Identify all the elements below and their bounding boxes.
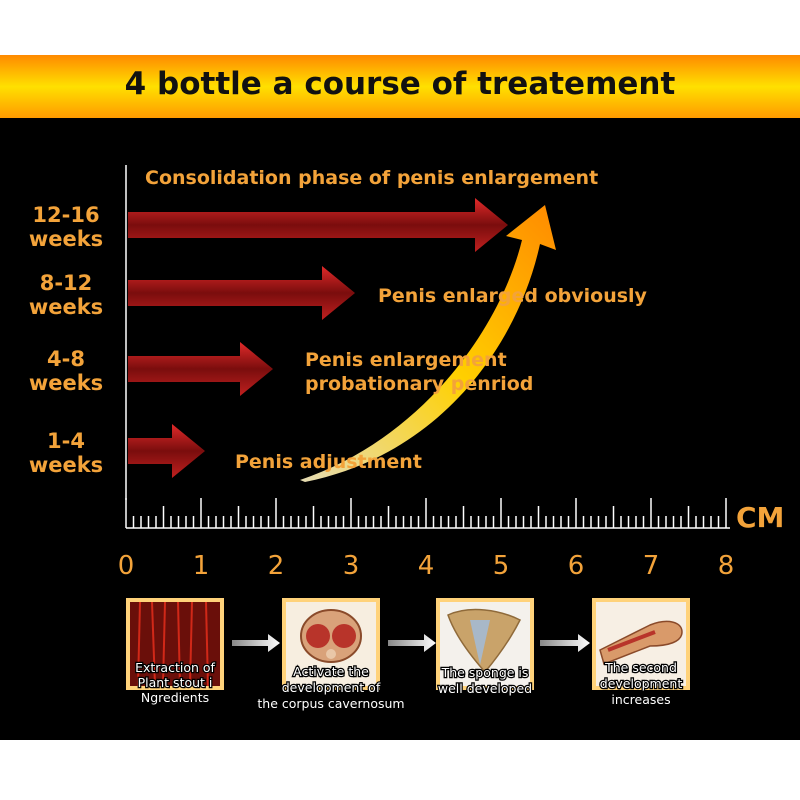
step-2-corpus-cavernosum: Activate the development of the corpus c… [256,598,406,712]
title-banner [0,55,800,118]
arrow-12-16-weeks [128,198,508,252]
step-1-caption-line-1: Extraction of [135,660,215,675]
arrow-1-4-weeks [128,424,205,478]
week-label-12-16-unit: weeks [29,227,103,251]
week-label-1-4-unit: weeks [29,453,103,477]
step-2-caption-line-2: development of [282,680,381,695]
phase-consolidation: Consolidation phase of penis enlargement [145,167,598,189]
ruler-number: 6 [568,551,585,581]
week-label-4-8-unit: weeks [29,371,103,395]
cross-section-image [300,609,362,663]
step-4-caption-line-1: The second [604,660,677,675]
step-4-second-development: The second development increases [592,598,690,708]
ruler-numbers: 0 1 2 3 4 5 6 7 8 [118,551,735,581]
step-arrow-1 [232,634,280,652]
anatomy-image [599,620,683,665]
phase-adjustment: Penis adjustment [235,451,422,473]
ruler-number: 3 [343,551,360,581]
step-3-caption-line-2: well developed [438,681,532,696]
ruler-ticks [125,498,727,528]
phase-probationary-line-2: probationary penriod [305,373,533,395]
growth-curve-arrow [300,205,556,482]
step-arrow-3 [540,634,590,652]
step-arrow-2 [388,634,436,652]
step-1-caption-line-2: Plant stout i [138,675,213,690]
week-label-1-4: 1-4 [47,429,85,453]
ruler-number: 8 [718,551,735,581]
step-1-extraction: Extraction of Plant stout i Ngredients [126,598,224,706]
ruler-number: 4 [418,551,435,581]
week-label-12-16: 12-16 [32,203,99,227]
arrow-4-8-weeks [128,342,273,396]
phase-probationary-line-1: Penis enlargement [305,349,507,371]
step-3-sponge: The sponge is well developed [436,598,534,697]
ruler-number: 5 [493,551,510,581]
phase-enlarged-obviously: Penis enlarged obviously [378,285,648,307]
step-1-caption-line-3: Ngredients [141,690,209,705]
week-label-4-8: 4-8 [47,347,85,371]
ruler-number: 7 [643,551,660,581]
step-4-caption-line-3: increases [611,692,670,707]
arrow-8-12-weeks [128,266,355,320]
week-label-8-12-unit: weeks [29,295,103,319]
plant-image [130,602,220,686]
ruler-number: 0 [118,551,135,581]
step-2-caption-line-3: the corpus cavernosum [257,696,404,711]
ruler-unit: CM [736,501,784,534]
ruler-number: 2 [268,551,285,581]
week-label-8-12: 8-12 [40,271,93,295]
step-3-caption-line-1: The sponge is [441,665,529,680]
step-2-caption-line-1: Activate the [293,664,369,679]
page-title: 4 bottle a course of treatement [124,66,676,102]
step-4-caption-line-2: development [600,676,683,691]
ruler-number: 1 [193,551,210,581]
